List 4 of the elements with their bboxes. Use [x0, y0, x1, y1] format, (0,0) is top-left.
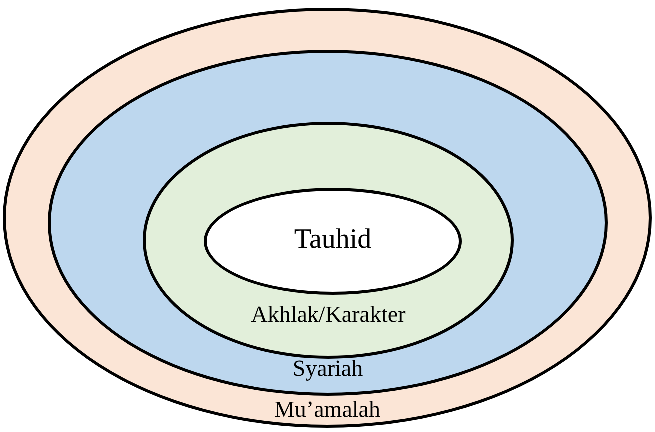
ring-label: Mu’amalah [273, 398, 382, 421]
ring-label: Tauhid [293, 226, 373, 254]
ring-label: Syariah [292, 357, 364, 380]
ring-label: Akhlak/Karakter [250, 303, 407, 326]
